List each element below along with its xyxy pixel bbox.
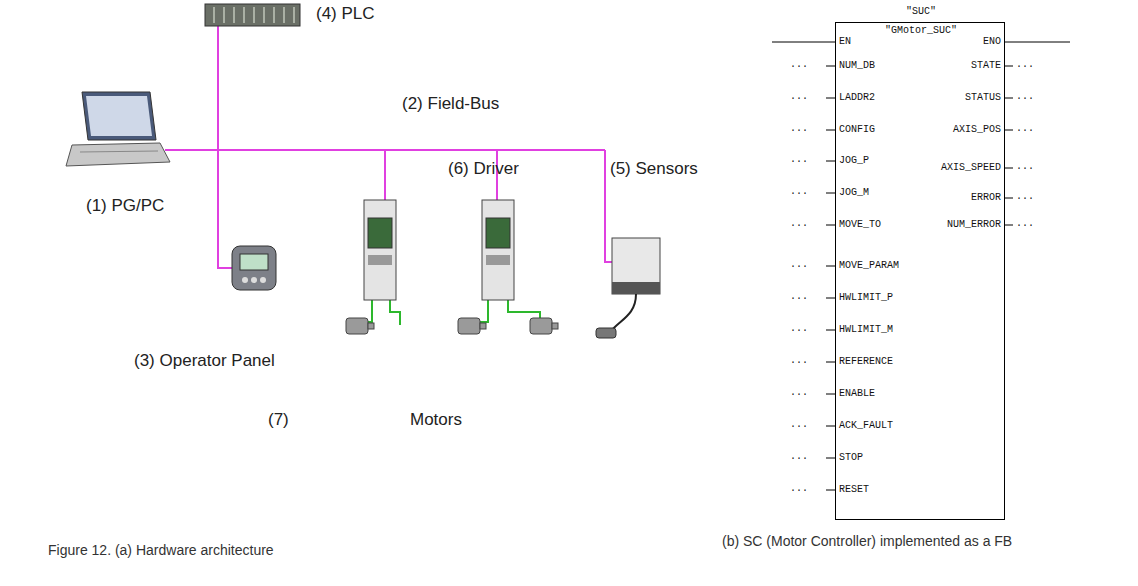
driver-icon — [364, 200, 514, 300]
field-bus-wires — [165, 25, 612, 268]
pin-placeholder: ... — [790, 91, 808, 102]
pin-name: MOVE_TO — [839, 219, 881, 230]
pin-name: AXIS_SPEED — [941, 162, 1001, 173]
pin-placeholder: ... — [790, 154, 808, 165]
callout-number: (7) — [268, 410, 289, 430]
pin-name: AXIS_POS — [953, 124, 1001, 135]
pin-name: EN — [839, 36, 851, 47]
pin-placeholder: ... — [1016, 123, 1034, 134]
pin-name: STOP — [839, 452, 863, 463]
pin-name: ACK_FAULT — [839, 420, 893, 431]
figure-caption: (b) SC (Motor Controller) implemented as… — [722, 533, 1052, 549]
pin-placeholder: ... — [790, 483, 808, 494]
operator-panel-icon — [232, 246, 276, 290]
block-type-name: "GMotor_SUC" — [885, 25, 957, 36]
device-label: (1) PG/PC — [86, 196, 164, 216]
pin-placeholder: ... — [1016, 91, 1034, 102]
pin-name: ENABLE — [839, 388, 875, 399]
function-block: "SUC""GMotor_SUC"ENNUM_DBLADDR2CONFIGJOG… — [835, 22, 1005, 520]
pin-name: LADDR2 — [839, 92, 875, 103]
block-instance-name: "SUC" — [906, 6, 936, 17]
pin-name: NUM_DB — [839, 60, 875, 71]
pin-placeholder: ... — [790, 387, 808, 398]
pin-name: RESET — [839, 484, 869, 495]
pin-placeholder: ... — [790, 451, 808, 462]
pin-placeholder: ... — [790, 59, 808, 70]
pin-placeholder: ... — [1016, 59, 1034, 70]
pin-name: NUM_ERROR — [947, 219, 1001, 230]
device-label: (6) Driver — [448, 159, 519, 179]
pin-placeholder: ... — [790, 186, 808, 197]
pin-name: JOG_M — [839, 187, 869, 198]
device-label: (4) PLC — [316, 4, 375, 24]
pin-placeholder: ... — [790, 291, 808, 302]
pin-placeholder: ... — [790, 123, 808, 134]
device-label: (5) Sensors — [610, 159, 698, 179]
pin-name: REFERENCE — [839, 356, 893, 367]
pin-name: STATE — [971, 60, 1001, 71]
pin-placeholder: ... — [1016, 191, 1034, 202]
pin-name: ENO — [983, 36, 1001, 47]
pin-name: ERROR — [971, 192, 1001, 203]
motor-cables — [366, 300, 540, 325]
pin-name: HWLIMIT_M — [839, 324, 893, 335]
pin-name: CONFIG — [839, 124, 875, 135]
pin-name: HWLIMIT_P — [839, 292, 893, 303]
plc-rack-icon — [205, 4, 300, 26]
device-label: (3) Operator Panel — [134, 351, 275, 371]
pin-placeholder: ... — [790, 355, 808, 366]
pin-placeholder: ... — [790, 218, 808, 229]
pin-name: STATUS — [965, 92, 1001, 103]
pin-placeholder: ... — [790, 259, 808, 270]
sensor-icon — [596, 238, 660, 338]
laptop-icon — [66, 92, 170, 166]
device-label: Motors — [410, 410, 462, 430]
bus-label: (2) Field-Bus — [402, 94, 499, 114]
pin-placeholder: ... — [790, 419, 808, 430]
figure-caption: Figure 12. (a) Hardware architecture — [48, 542, 274, 558]
pin-placeholder: ... — [790, 323, 808, 334]
pin-placeholder: ... — [1016, 218, 1034, 229]
motor-icon — [346, 318, 558, 334]
pin-placeholder: ... — [1016, 161, 1034, 172]
pin-name: MOVE_PARAM — [839, 260, 899, 271]
pin-name: JOG_P — [839, 155, 869, 166]
